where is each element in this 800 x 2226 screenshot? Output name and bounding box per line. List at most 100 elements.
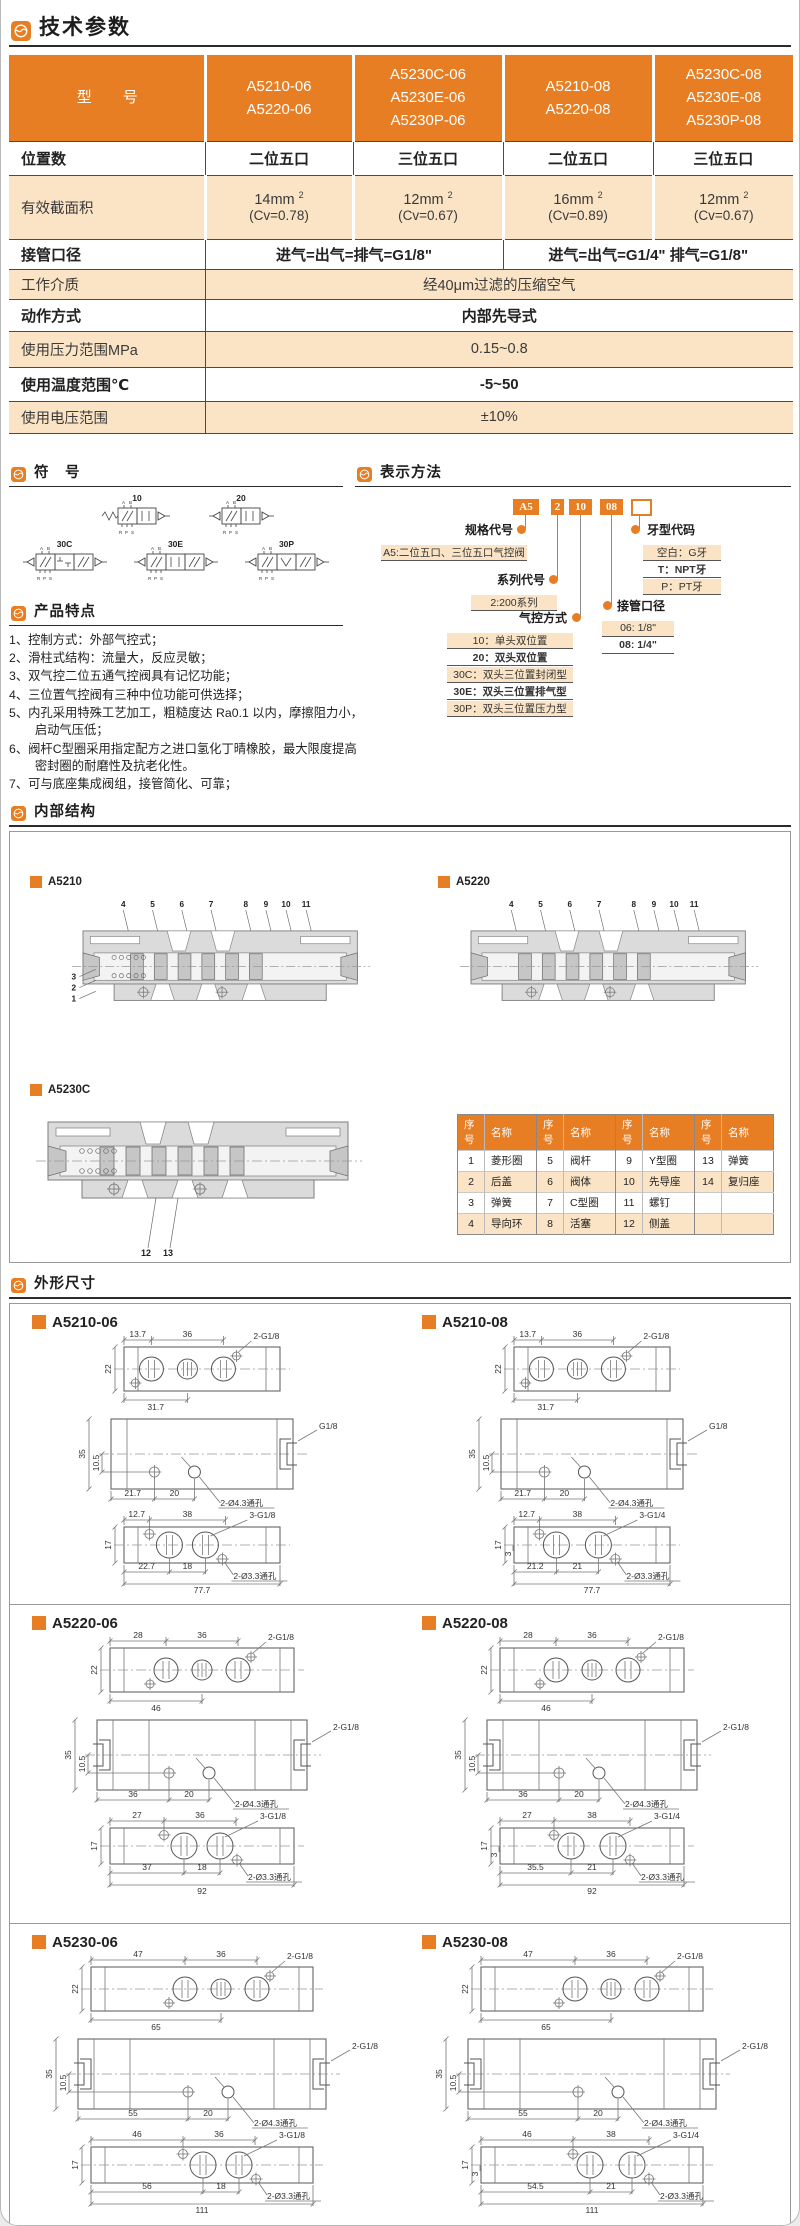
svg-text:S: S [131,530,134,535]
svg-text:3-G1/8: 3-G1/8 [260,1811,286,1821]
svg-text:3: 3 [72,972,77,981]
svg-text:2-Ø3.3通孔: 2-Ø3.3通孔 [248,1872,291,1882]
leader-line [557,514,558,579]
svg-text:2-G1/8: 2-G1/8 [658,1632,684,1642]
parts-table-header: 序号 [457,1114,485,1151]
spec-cell: 三位五口 [652,140,793,175]
svg-text:36: 36 [573,1331,583,1339]
svg-text:2-G1/8: 2-G1/8 [643,1331,669,1341]
spec-cell: 内部先导式 [204,298,793,331]
parts-table-cell: 4 [457,1212,485,1235]
svg-text:2-Ø3.3通孔: 2-Ø3.3通孔 [233,1571,276,1581]
svg-text:3-G1/4: 3-G1/4 [673,2130,699,2140]
spec-row: 动作方式内部先导式 [9,298,793,331]
svg-text:21.2: 21.2 [527,1561,544,1571]
svg-text:10: 10 [132,493,142,503]
svg-text:21: 21 [587,1862,597,1872]
svg-text:2-G1/8: 2-G1/8 [253,1331,279,1341]
svg-text:2-Ø3.3通孔: 2-Ø3.3通孔 [641,1872,684,1882]
tech-params-header: 技术参数 [9,8,791,47]
svg-text:10.5: 10.5 [467,1755,477,1772]
svg-text:2-G1/8: 2-G1/8 [352,2041,378,2051]
internal-title: 内部结构 [34,803,96,820]
feature-item: 5、内孔采用特殊工艺加工，粗糙度达 Ra0.1 以内，摩擦阻力小，启动气压低； [9,706,363,738]
svg-text:22.7: 22.7 [138,1561,155,1571]
svg-text:77.7: 77.7 [194,1585,211,1595]
svg-text:17: 17 [479,1841,489,1851]
spec-cell: 经40μm过滤的压缩空气 [204,268,793,299]
svg-text:13.7: 13.7 [519,1331,536,1339]
spec-row-label: 接管口径 [9,238,205,269]
parts-table-cell: 6 [536,1170,564,1193]
svg-text:35: 35 [467,1449,477,1459]
designation-title: 表示方法 [380,464,442,481]
code-option: 06: 1/8" [602,620,674,637]
model-label: 型 号 [9,55,205,141]
svg-text:1: 1 [72,994,77,1003]
svg-text:92: 92 [197,1886,207,1896]
dimension-drawing-label: A5210-08 [422,1314,790,1331]
svg-text:20: 20 [593,2108,603,2118]
svg-text:35: 35 [44,2069,54,2079]
svg-text:6: 6 [567,900,572,909]
svg-text:2-G1/8: 2-G1/8 [287,1951,313,1961]
parts-table-cell: 7 [536,1191,564,1214]
svg-text:2-G1/8: 2-G1/8 [677,1951,703,1961]
svg-text:8: 8 [243,900,248,909]
spec-cell: 进气=出气=排气=G1/8" [204,238,503,269]
svg-text:A: A [122,500,125,505]
svg-text:3-G1/4: 3-G1/4 [639,1510,665,1520]
svg-text:2-Ø3.3通孔: 2-Ø3.3通孔 [626,1571,669,1581]
svg-text:10.5: 10.5 [58,2074,68,2091]
svg-text:47: 47 [133,1951,143,1959]
parts-table-header: 名称 [563,1114,616,1151]
parts-table-cell: 侧盖 [642,1212,695,1235]
svg-text:13: 13 [163,1248,173,1258]
code-option: A5:二位五口、三位五口气控阀 [381,544,527,561]
dimension-drawing-label: A5220-06 [32,1615,400,1632]
code-group-label: 系列代号 [496,572,545,587]
feature-item: 4、三位置气控阀有三种中位功能可供选择； [9,687,250,702]
code-box: A5 [513,498,539,515]
orange-square-icon [30,875,42,888]
code-option: 08: 1/4" [602,637,674,654]
svg-text:P: P [229,530,232,535]
leader-dot [549,574,558,584]
code-option: 10：单头双位置 [447,632,573,649]
code-option: P：PT牙 [643,578,721,595]
parts-table-cell: 先导座 [642,1170,695,1193]
svg-text:36: 36 [183,1331,193,1339]
brand-logo-icon [357,466,372,482]
brand-logo-icon [11,805,26,821]
svg-text:30C: 30C [57,539,73,549]
svg-text:21: 21 [606,2181,616,2191]
svg-text:36: 36 [587,1632,597,1640]
svg-text:37: 37 [142,1862,152,1872]
svg-text:2-Ø4.3通孔: 2-Ø4.3通孔 [625,1799,668,1809]
svg-text:3-G1/4: 3-G1/4 [654,1811,680,1821]
code-box: 10 [569,498,592,515]
svg-text:36: 36 [606,1951,616,1959]
spec-row: 接管口径进气=出气=排气=G1/8"进气=出气=G1/4" 排气=G1/8" [9,238,793,269]
svg-text:22: 22 [479,1665,489,1675]
svg-text:17: 17 [103,1540,113,1550]
parts-table-cell: 14 [694,1170,722,1193]
leader-dot [572,612,581,622]
parts-table-cell: 9 [615,1149,643,1172]
parts-table-cell: 5 [536,1149,564,1172]
parts-table-cell: 3 [457,1191,485,1214]
